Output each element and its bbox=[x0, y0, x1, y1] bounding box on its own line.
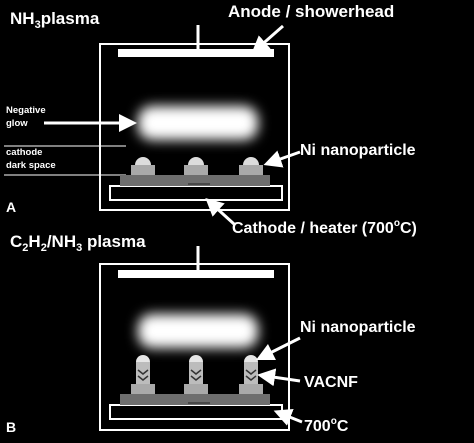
negative-glow-a bbox=[138, 106, 258, 140]
anode-plate-b bbox=[118, 270, 274, 278]
negative-glow-label-1: Negative bbox=[6, 105, 46, 116]
chamber-a bbox=[99, 43, 290, 211]
panel-a-letter: A bbox=[6, 199, 16, 215]
ni-nanoparticle-a-3 bbox=[239, 157, 263, 175]
cathode-arrow bbox=[205, 197, 236, 226]
vacnf-label: VACNF bbox=[304, 374, 358, 391]
cathode-dark-space-label-2: dark space bbox=[6, 160, 56, 171]
panel-a: NH3plasma Anode / showerhead Negative gl… bbox=[4, 2, 417, 237]
vacnf-b-3 bbox=[239, 355, 263, 394]
negative-glow-b bbox=[138, 314, 258, 348]
anode-plate-a bbox=[118, 49, 274, 57]
ni-arrow-a bbox=[263, 150, 301, 168]
temperature-arrow bbox=[273, 408, 303, 426]
panel-b-letter: B bbox=[6, 419, 16, 435]
ni-nanoparticle-label-a: Ni nanoparticle bbox=[300, 142, 416, 159]
temperature-label-b: 700oC bbox=[304, 416, 349, 435]
vacnf-b-2 bbox=[184, 355, 208, 394]
vacnf-arrow bbox=[257, 368, 301, 387]
chamber-b bbox=[99, 263, 290, 431]
heater-b bbox=[109, 404, 283, 420]
anode-arrow bbox=[251, 24, 284, 54]
ni-nanoparticle-a-2 bbox=[184, 157, 208, 175]
cathode-dark-space-label-1: cathode bbox=[6, 147, 42, 158]
cathode-heater-label: Cathode / heater (700oC) bbox=[232, 218, 417, 237]
vacnf-b-1 bbox=[131, 355, 155, 394]
ni-nanoparticle-label-b: Ni nanoparticle bbox=[300, 319, 416, 336]
panel-b: C2H2/NH3 plasma N bbox=[6, 232, 416, 435]
ni-arrow-b bbox=[255, 336, 301, 361]
panel-a-title: NH3plasma bbox=[10, 9, 100, 31]
cathode-heater-a bbox=[109, 185, 283, 201]
substrate-a bbox=[120, 175, 270, 186]
substrate-b bbox=[120, 394, 270, 405]
panel-b-title: C2H2/NH3 plasma bbox=[10, 232, 146, 254]
ni-nanoparticle-a-1 bbox=[131, 157, 155, 175]
anode-showerhead-label: Anode / showerhead bbox=[228, 2, 394, 21]
negative-glow-label-2: glow bbox=[6, 118, 28, 129]
